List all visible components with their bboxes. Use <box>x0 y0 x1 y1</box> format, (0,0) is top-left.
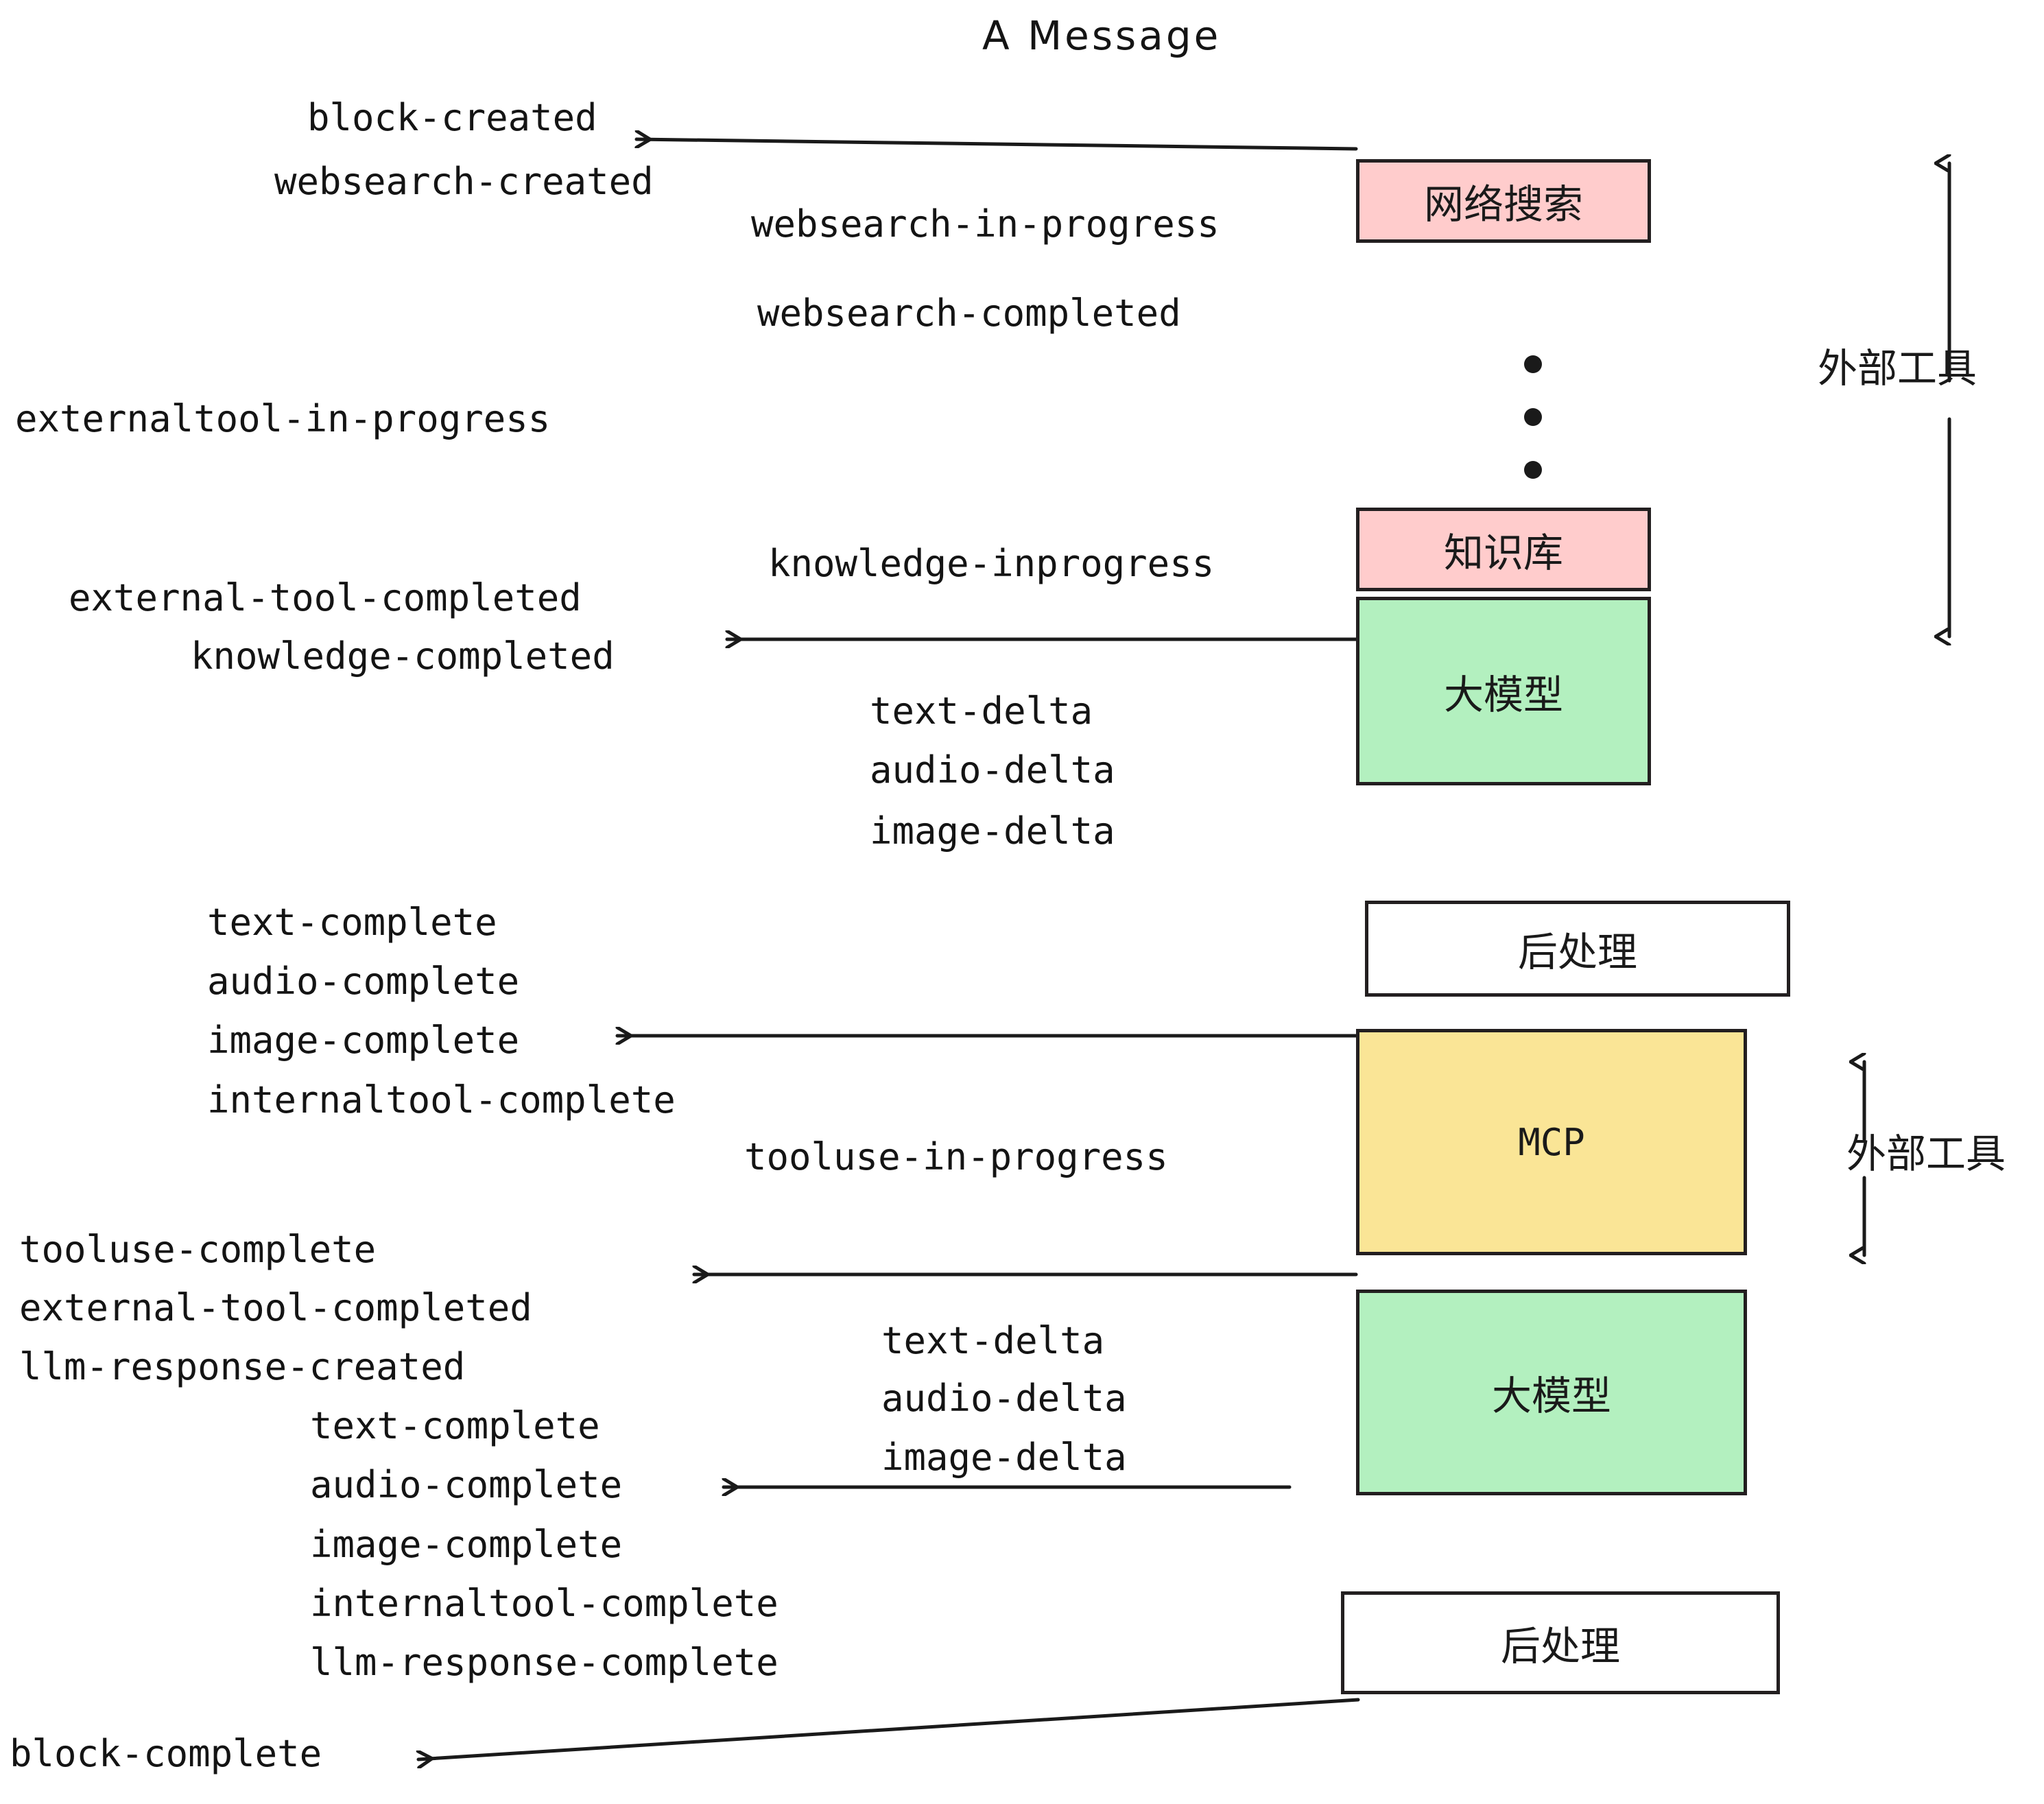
component-box-label: 大模型 <box>1491 1373 1611 1419</box>
event-label-audio-complete-2: audio-complete <box>310 1463 623 1506</box>
component-box-label: MCP <box>1518 1120 1585 1164</box>
component-box-websearch: 网络搜索 <box>1356 159 1651 243</box>
event-label-text-complete-2: text-complete <box>310 1404 600 1447</box>
event-label-audio-complete-1: audio-complete <box>207 960 520 1003</box>
event-label-tooluse-in-progress: tooluse-in-progress <box>744 1135 1168 1178</box>
event-label-externaltool-in-progress: externaltool-in-progress <box>15 397 551 440</box>
arrow-websearch-to-blockcreated <box>637 139 1358 151</box>
component-box-label: 知识库 <box>1443 530 1563 576</box>
event-label-internaltool-complete-1: internaltool-complete <box>207 1078 676 1121</box>
component-box-llm-1: 大模型 <box>1356 597 1651 785</box>
event-label-knowledge-completed: knowledge-completed <box>191 634 615 678</box>
event-label-llm-response-complete: llm-response-complete <box>310 1641 779 1684</box>
event-label-external-tool-completed-2: external-tool-completed <box>19 1286 532 1329</box>
component-box-mcp: MCP <box>1356 1029 1747 1255</box>
event-label-websearch-created: websearch-created <box>274 160 654 203</box>
event-label-text-complete-1: text-complete <box>207 901 497 944</box>
ellipsis-dot <box>1524 461 1542 479</box>
component-box-postprocess-1: 后处理 <box>1365 901 1790 997</box>
event-label-llm-response-created: llm-response-created <box>19 1345 466 1388</box>
event-label-audio-delta-2: audio-delta <box>881 1377 1127 1420</box>
event-label-image-complete-2: image-complete <box>310 1523 623 1566</box>
event-label-image-delta-2: image-delta <box>881 1436 1127 1479</box>
event-label-block-complete: block-complete <box>10 1732 322 1775</box>
component-box-label: 后处理 <box>1500 1623 1620 1670</box>
event-label-internaltool-complete-2: internaltool-complete <box>310 1582 779 1625</box>
side-label-external-tools-top: 外部工具 <box>1818 345 1977 392</box>
event-label-image-complete-1: image-complete <box>207 1019 520 1062</box>
event-label-knowledge-inprogress: knowledge-inprogress <box>768 542 1215 585</box>
event-label-audio-delta-1: audio-delta <box>870 748 1115 792</box>
ellipsis-dot <box>1524 355 1542 373</box>
component-box-label: 网络搜索 <box>1423 181 1583 228</box>
event-label-block-created: block-created <box>307 96 597 139</box>
page-title: A Message <box>982 12 1222 59</box>
arrow-postprocess-to-blockcomplete <box>418 1698 1360 1759</box>
component-box-knowledge: 知识库 <box>1356 508 1651 591</box>
component-box-label: 大模型 <box>1443 671 1563 718</box>
event-label-websearch-completed: websearch-completed <box>757 292 1181 335</box>
side-label-external-tools-bottom: 外部工具 <box>1846 1130 2006 1177</box>
event-label-websearch-in-progress: websearch-in-progress <box>751 202 1220 246</box>
component-box-postprocess-2: 后处理 <box>1341 1591 1780 1694</box>
external-tool-brackets <box>1864 163 1951 1255</box>
event-label-image-delta-1: image-delta <box>870 809 1115 853</box>
flow-arrows <box>418 139 1360 1759</box>
component-box-llm-2: 大模型 <box>1356 1290 1747 1495</box>
event-label-tooluse-complete: tooluse-complete <box>19 1228 377 1271</box>
ellipsis-dot <box>1524 408 1542 426</box>
event-label-text-delta-1: text-delta <box>870 689 1093 733</box>
component-box-label: 后处理 <box>1517 929 1637 975</box>
event-label-external-tool-completed-1: external-tool-completed <box>69 576 582 619</box>
event-label-text-delta-2: text-delta <box>881 1319 1105 1362</box>
